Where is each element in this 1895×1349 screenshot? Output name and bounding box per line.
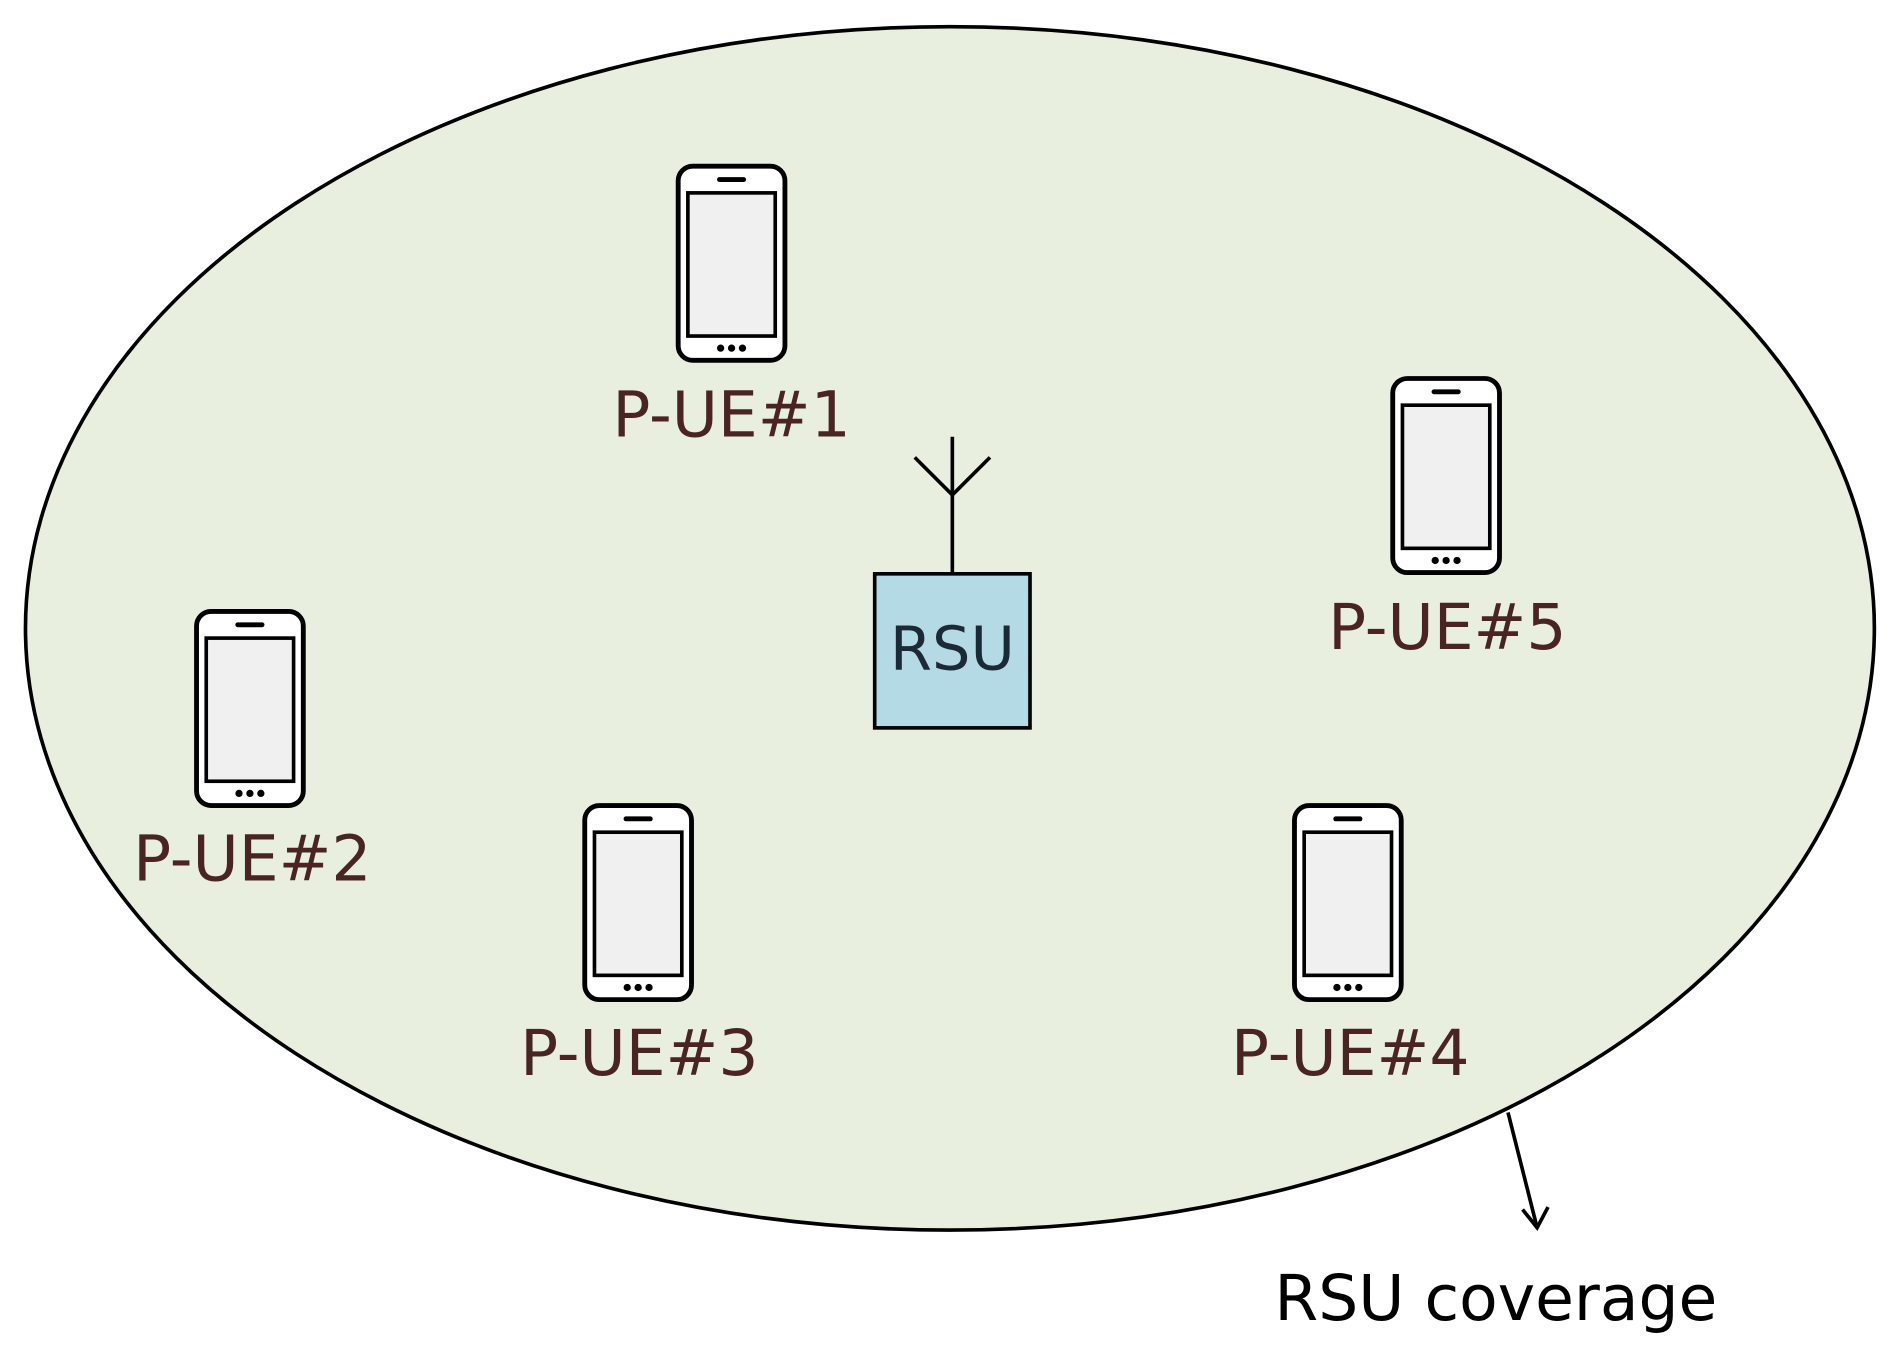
device-ue2: P-UE#2	[133, 611, 372, 896]
smartphone-icon	[197, 611, 304, 805]
smartphone-icon	[678, 166, 785, 360]
coverage-arrow	[1506, 1111, 1550, 1231]
device-ue1: P-UE#1	[612, 166, 851, 452]
device-ue3: P-UE#3	[520, 806, 759, 1090]
device-label: P-UE#2	[133, 822, 371, 896]
device-label: P-UE#5	[1328, 590, 1566, 664]
device-ue5: P-UE#5	[1328, 378, 1567, 664]
rsu: RSU	[872, 436, 1032, 730]
smartphone-icon	[1294, 806, 1401, 1000]
smartphone-icon	[585, 806, 692, 1000]
smartphone-icon	[1393, 378, 1500, 572]
device-label: P-UE#4	[1231, 1016, 1469, 1090]
device-label: P-UE#1	[612, 378, 850, 452]
device-ue4: P-UE#4	[1231, 806, 1469, 1090]
device-label: P-UE#3	[520, 1016, 758, 1090]
coverage-label: RSU coverage	[1274, 1261, 1717, 1335]
antenna-icon	[913, 436, 992, 573]
rsu-label: RSU	[890, 615, 1015, 685]
rsu-box	[872, 571, 1032, 730]
